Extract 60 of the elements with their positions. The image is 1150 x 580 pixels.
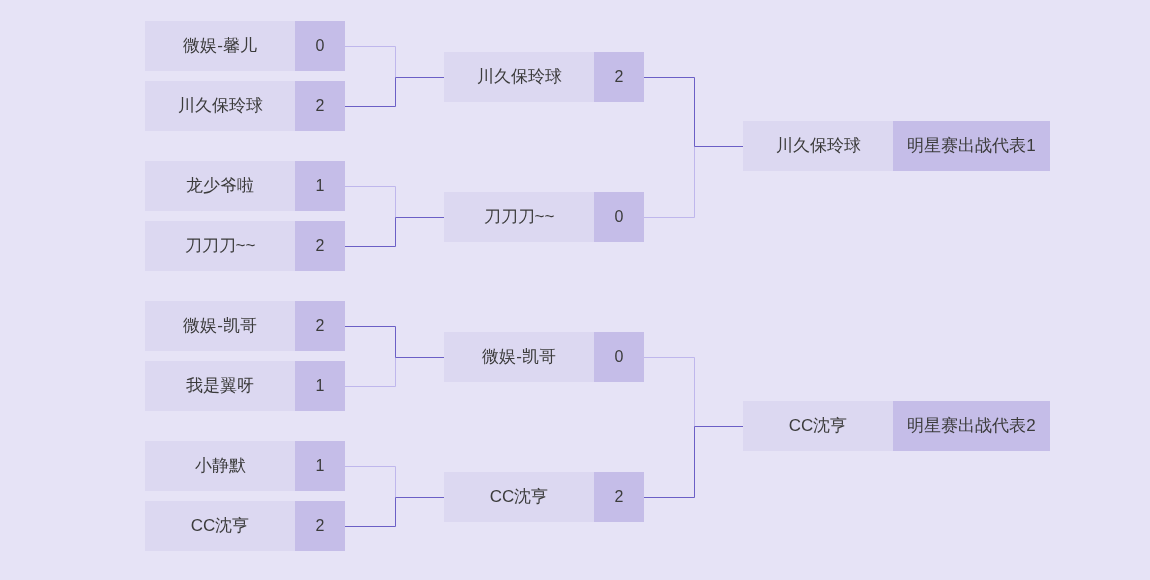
match-slot: [145, 81, 345, 131]
score: 0: [315, 36, 325, 56]
match-slot: [444, 192, 644, 242]
result-label: 明星赛出战代表2: [907, 415, 1036, 437]
player-name: 我是翼呀: [186, 375, 254, 397]
score: 1: [315, 376, 325, 396]
score: 2: [614, 67, 624, 87]
bracket-line: [643, 357, 695, 427]
result-label: 明星赛出战代表1: [907, 135, 1036, 157]
bracket-line: [344, 357, 396, 387]
match-slot: [145, 441, 345, 491]
match-slot: [145, 501, 345, 551]
match-slot: [743, 401, 1050, 451]
bracket-line: [395, 357, 445, 358]
bracket-line: [344, 326, 396, 358]
player-name: CC沈亨: [788, 415, 848, 437]
bracket-line: [643, 146, 695, 218]
bracket-line: [344, 217, 396, 247]
bracket-line: [395, 497, 445, 498]
bracket-line: [344, 46, 396, 78]
bracket-line: [344, 186, 396, 218]
bracket-line: [643, 426, 695, 498]
player-name: 微娱-馨儿: [183, 35, 257, 57]
player-name: 小静默: [194, 455, 246, 477]
match-slot: [444, 52, 644, 102]
bracket-line: [694, 426, 744, 427]
match-slot: [145, 161, 345, 211]
bracket-line: [643, 77, 695, 147]
player-name: 刀刀刀~~: [483, 206, 555, 228]
match-slot: [145, 301, 345, 351]
bracket-line: [694, 146, 744, 147]
score: 0: [614, 347, 624, 367]
match-slot: [145, 221, 345, 271]
bracket-line: [344, 497, 396, 527]
bracket-line: [395, 217, 445, 218]
score: 2: [614, 487, 624, 507]
match-slot: [145, 21, 345, 71]
player-name: 微娱-凯哥: [183, 315, 257, 337]
bracket-line: [344, 466, 396, 498]
score: 0: [614, 207, 624, 227]
player-name: 川久保玲球: [177, 95, 263, 117]
score: 2: [315, 516, 325, 536]
player-name: 微娱-凯哥: [482, 346, 556, 368]
score: 1: [315, 456, 325, 476]
score: 2: [315, 96, 325, 116]
bracket-line: [344, 77, 396, 107]
player-name: 刀刀刀~~: [184, 235, 256, 257]
player-name: 川久保玲球: [476, 66, 562, 88]
match-slot: [145, 361, 345, 411]
match-slot: [743, 121, 1050, 171]
match-slot: [444, 472, 644, 522]
score: 2: [315, 236, 325, 256]
player-name: 龙少爷啦: [186, 175, 254, 197]
score: 2: [315, 316, 325, 336]
bracket-line: [395, 77, 445, 78]
player-name: CC沈亨: [190, 515, 250, 537]
player-name: 川久保玲球: [775, 135, 861, 157]
player-name: CC沈亨: [489, 486, 549, 508]
score: 1: [315, 176, 325, 196]
match-slot: [444, 332, 644, 382]
